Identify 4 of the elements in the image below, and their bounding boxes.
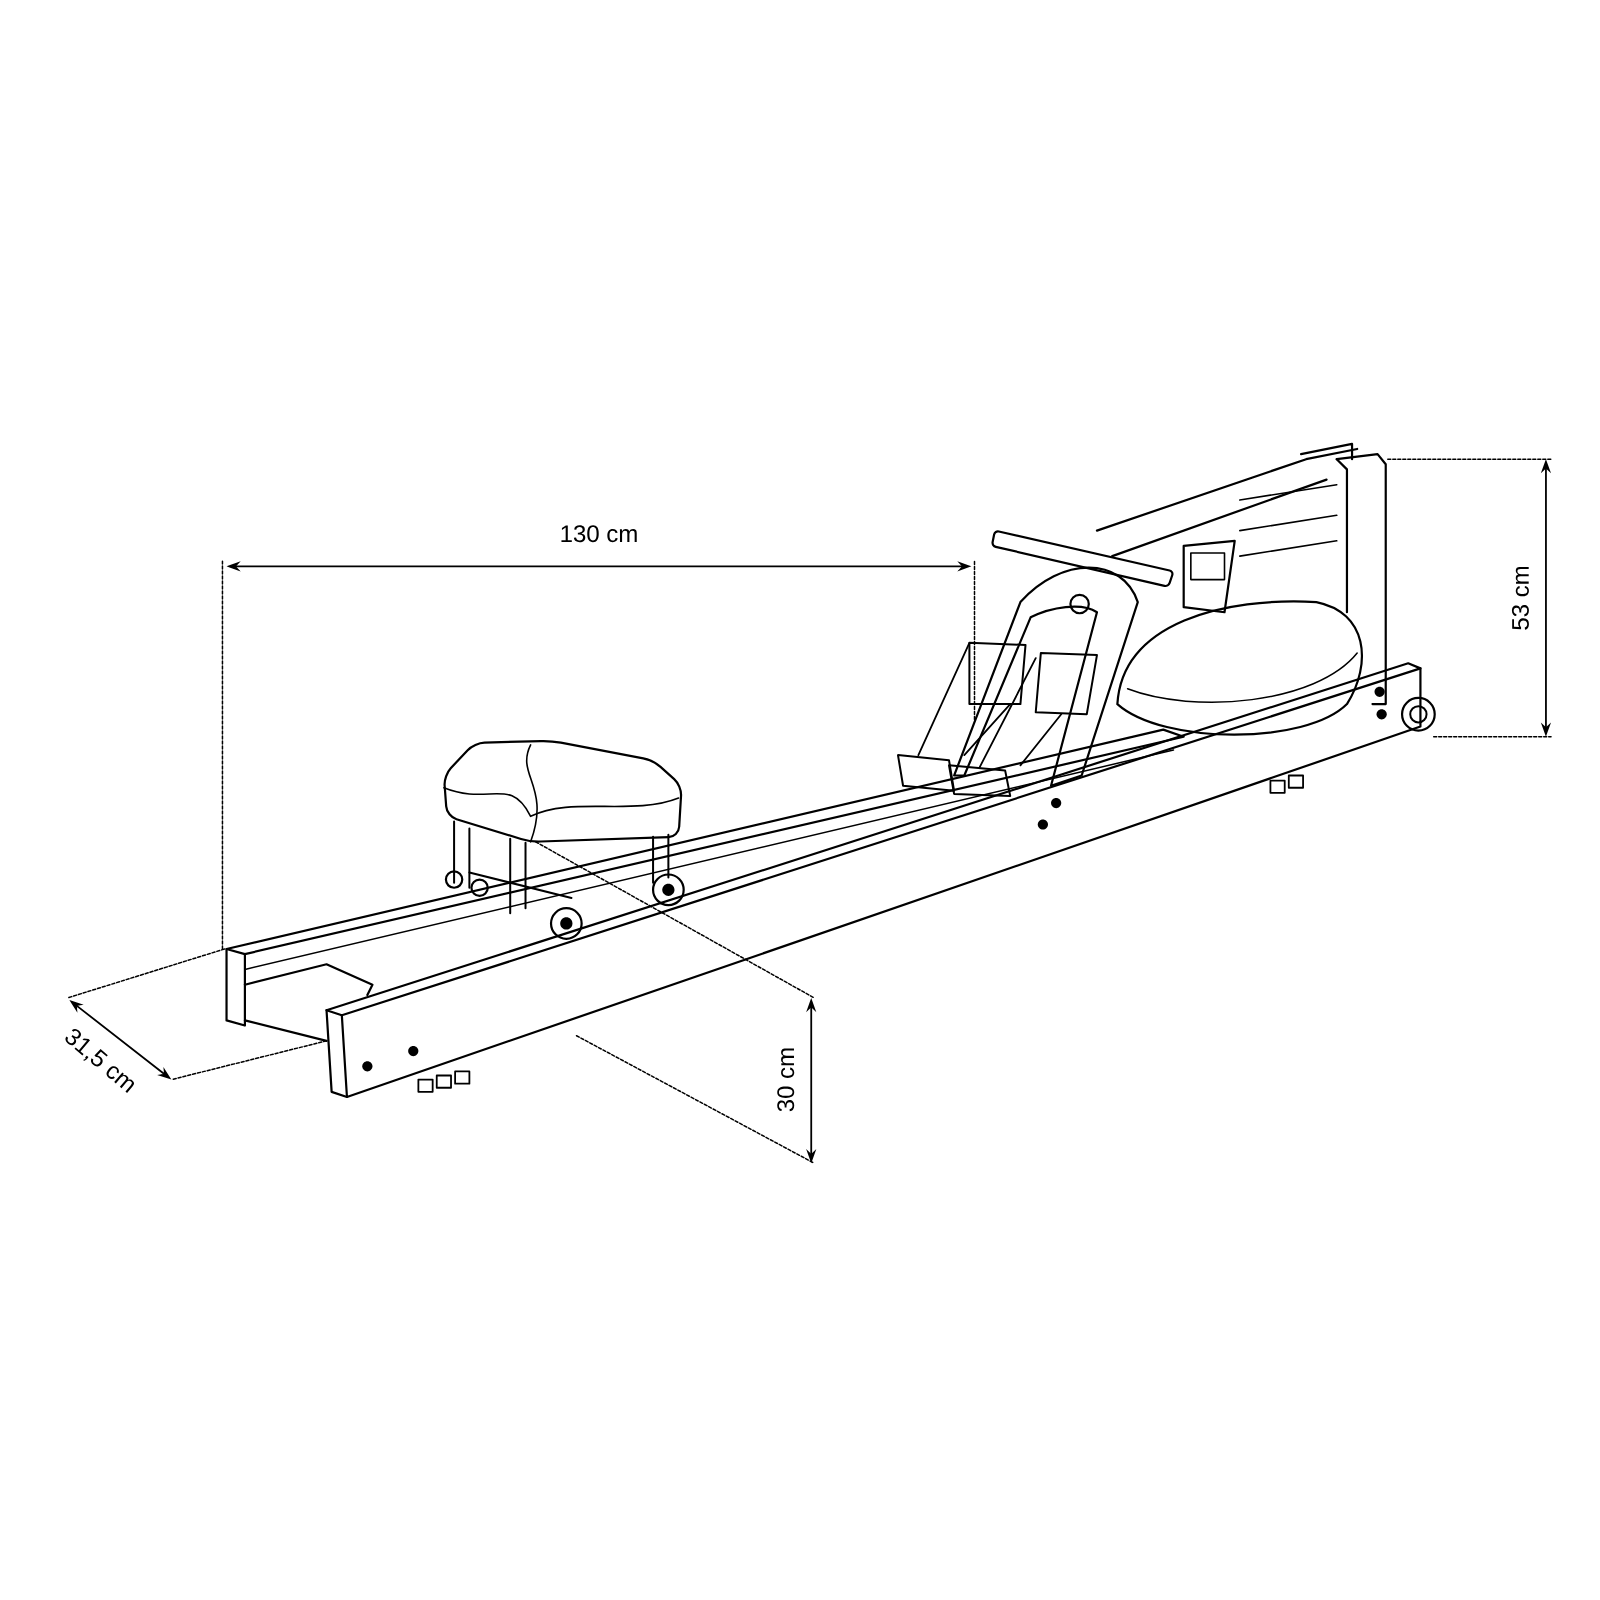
dimension-label: 31,5 cm <box>65 1028 135 1093</box>
dimension-label: 53 cm <box>1511 566 1529 630</box>
dimension-label: 130 cm <box>561 525 637 543</box>
dimension-label: 30 cm <box>777 1048 795 1112</box>
